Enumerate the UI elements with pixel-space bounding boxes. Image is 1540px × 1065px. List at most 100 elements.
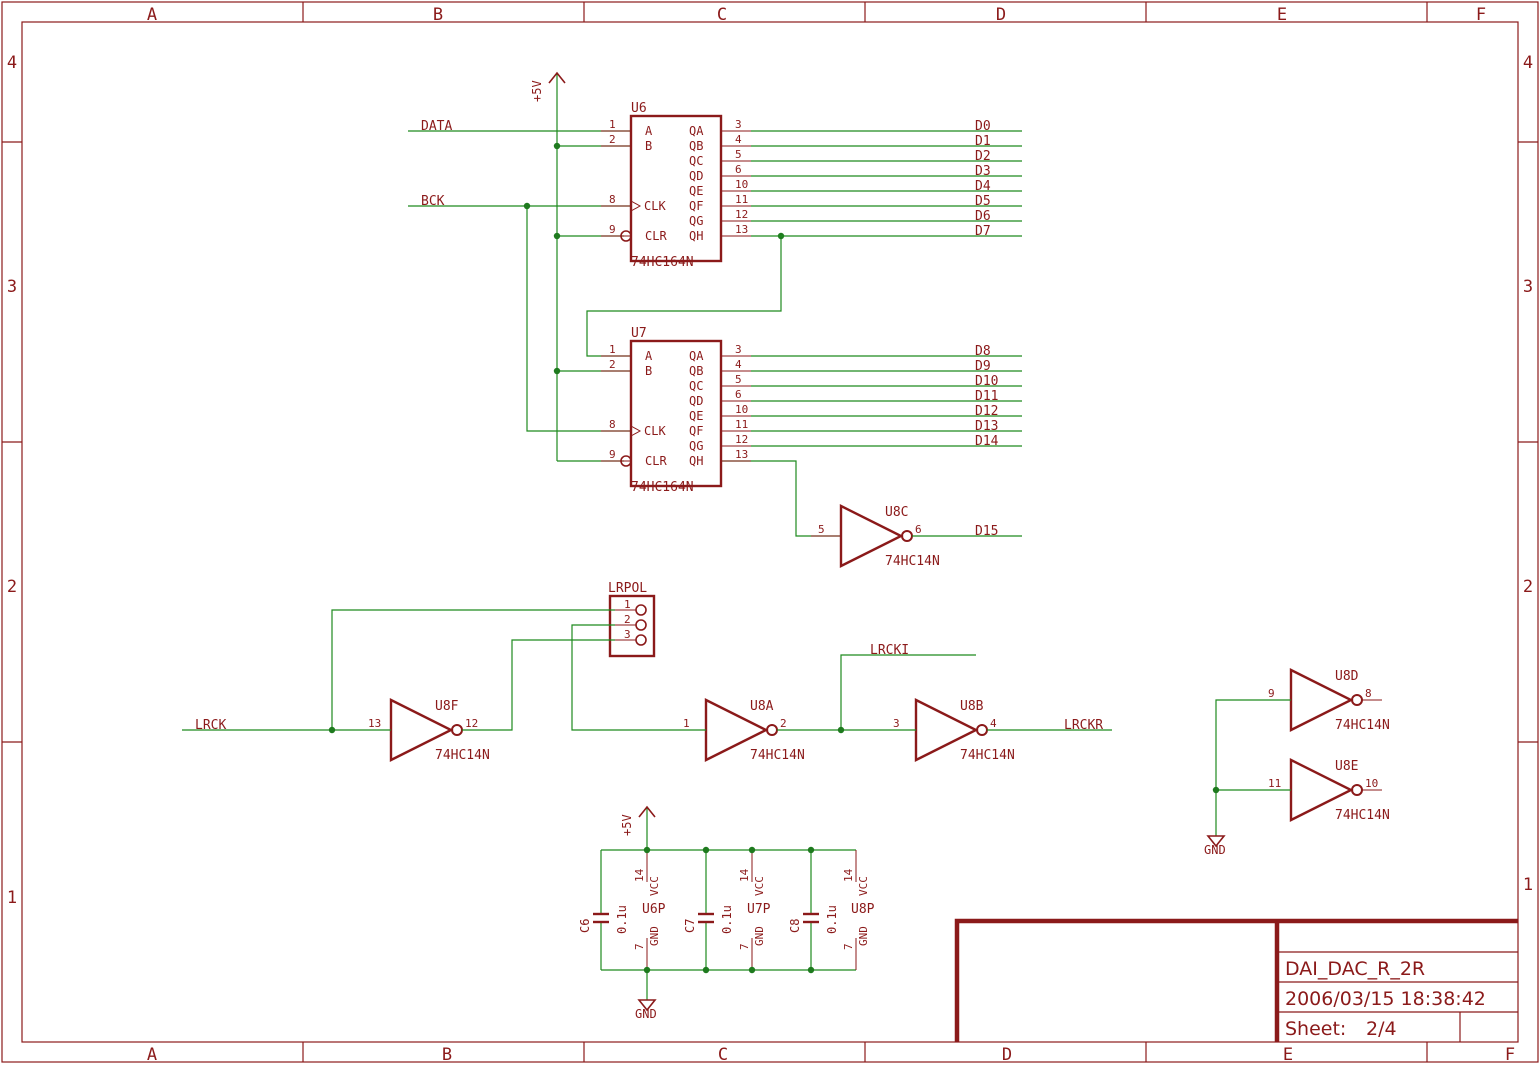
pin-number: 14 — [738, 868, 751, 882]
title-block: DAI_DAC_R_2R 2006/03/15 18:38:42 Sheet: … — [954, 918, 1518, 1042]
pin-number: 10 — [735, 178, 748, 191]
pin-name: CLK — [644, 199, 666, 213]
jumper-pin-number: 1 — [624, 598, 631, 611]
gate-ref-label: U8C — [885, 505, 908, 520]
junction-dot — [807, 846, 815, 854]
pin-number: 1 — [609, 343, 616, 356]
pin-number: 14 — [633, 868, 646, 882]
supply-unit-ref: U8P — [851, 902, 875, 917]
pin-name: QD — [689, 169, 703, 183]
net-label-d13: D13 — [975, 419, 998, 434]
power-5v-label: +5V — [620, 814, 634, 836]
junction-dot — [643, 966, 651, 974]
pin-number: 4 — [990, 717, 997, 730]
power-5v-top: +5V — [530, 71, 566, 461]
pin-name: CLR — [645, 454, 667, 468]
pin-name: GND — [857, 926, 870, 946]
net-label-d0: D0 — [975, 119, 991, 134]
pin-name: VCC — [753, 876, 766, 896]
title-block-sheet-value: 2/4 — [1366, 1018, 1397, 1040]
pin-number: 8 — [609, 193, 616, 206]
net-label-d12: D12 — [975, 404, 998, 419]
jumper-pin — [635, 604, 647, 616]
pin-number: 9 — [1268, 687, 1275, 700]
junction-dot — [748, 966, 756, 974]
pin-number: 3 — [735, 343, 742, 356]
pin-number: 6 — [735, 163, 742, 176]
pin-name: QA — [689, 349, 704, 363]
pin-name: QB — [689, 139, 703, 153]
inversion-bubble — [620, 230, 632, 242]
pin-name: VCC — [857, 876, 870, 896]
pin-number: 7 — [633, 943, 646, 950]
net-label-d2: D2 — [975, 149, 991, 164]
row-label-right: 3 — [1523, 277, 1533, 297]
pin-number: 3 — [735, 118, 742, 131]
ic-body — [629, 114, 723, 263]
unused-inverter-wiring: GND — [1204, 699, 1291, 857]
ic-ref-label: U7 — [631, 326, 647, 341]
junction-dot — [807, 966, 815, 974]
power-5v-label: +5V — [530, 80, 544, 102]
pin-name: QG — [689, 439, 703, 453]
net-label-d14: D14 — [975, 434, 999, 449]
gnd-symbol — [637, 999, 657, 1012]
pin-name: QG — [689, 214, 703, 228]
title-block-sheet-label: Sheet: — [1285, 1018, 1346, 1040]
pin-number: 6 — [915, 523, 922, 536]
pin-number: 7 — [738, 943, 751, 950]
gate-value-label: 74HC14N — [750, 748, 805, 763]
gate-value-label: 74HC14N — [1335, 718, 1390, 733]
jumper-pin — [635, 634, 647, 646]
pin-name: VCC — [648, 876, 661, 896]
title-block-title: DAI_DAC_R_2R — [1285, 958, 1425, 980]
pin-name: QH — [689, 229, 703, 243]
pin-name: CLK — [644, 424, 666, 438]
col-label-bottom: A — [147, 1045, 157, 1065]
junction-dot — [837, 726, 845, 734]
net-label-d10: D10 — [975, 374, 998, 389]
junction-dot — [553, 142, 561, 150]
pin-number: 11 — [1268, 777, 1281, 790]
row-label-left: 2 — [7, 577, 17, 597]
pin-name: QC — [689, 154, 703, 168]
pin-number: 7 — [842, 943, 855, 950]
pin-name: CLR — [645, 229, 667, 243]
capacitor-value: 0.1u — [615, 905, 629, 934]
pin-name: QE — [689, 184, 703, 198]
capacitor-ref: C7 — [683, 919, 697, 933]
gate-value-label: 74HC14N — [960, 748, 1015, 763]
d15-output: D15 — [912, 524, 1022, 539]
gate-ref-label: U8E — [1335, 759, 1358, 774]
gate-value-label: 74HC14N — [435, 748, 490, 763]
junction-dot — [748, 846, 756, 854]
pin-number: 1 — [683, 717, 690, 730]
net-label-lrckr: LRCKR — [1064, 718, 1103, 733]
col-label-bottom: E — [1283, 1045, 1293, 1065]
gnd-symbol — [1206, 835, 1226, 848]
pin-number: 5 — [735, 373, 742, 386]
jumper-pin — [635, 619, 647, 631]
inversion-bubble — [620, 455, 632, 467]
junction-dot — [702, 966, 710, 974]
row-label-left: 3 — [7, 277, 17, 297]
row-label-right: 4 — [1523, 53, 1533, 73]
pin-number: 10 — [1365, 777, 1378, 790]
pin-number: 3 — [893, 717, 900, 730]
row-label-right: 1 — [1523, 875, 1533, 895]
gate-ref-label: U8B — [960, 699, 984, 714]
title-block-datetime: 2006/03/15 18:38:42 — [1285, 988, 1486, 1010]
capacitor-ref: C8 — [788, 919, 802, 933]
pin-name: QE — [689, 409, 703, 423]
net-label-d6: D6 — [975, 209, 991, 224]
inverter-u8b: 3 4 U8B 74HC14N — [886, 698, 1015, 763]
input-wiring: DATA BCK — [408, 119, 841, 537]
pin-name: QD — [689, 394, 703, 408]
pin-name: QF — [689, 199, 703, 213]
